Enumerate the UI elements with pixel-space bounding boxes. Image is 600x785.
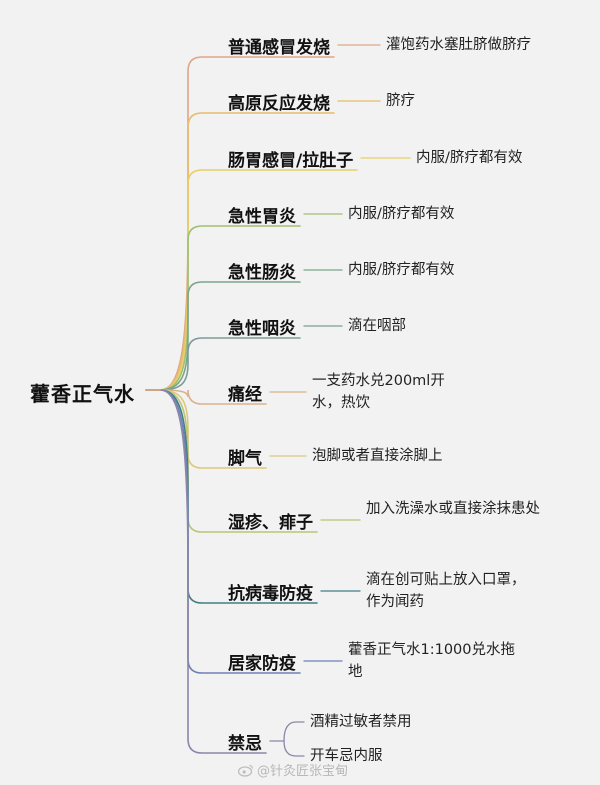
branch-note: 脐疗	[386, 93, 415, 109]
root-node: 藿香正气水	[30, 382, 135, 406]
branch-label: 高原反应发烧	[228, 94, 330, 114]
branch-note: 内服/脐疗都有效	[348, 206, 455, 222]
branch-label: 急性胃炎	[228, 207, 296, 227]
branch-note: 泡脚或者直接涂脚上	[312, 448, 443, 464]
branch-note: 灌饱药水塞肚脐做脐疗	[386, 37, 531, 53]
branch-connector	[159, 389, 267, 405]
branch-label: 急性咽炎	[228, 319, 296, 339]
branch-label: 抗病毒防疫	[228, 584, 313, 604]
branch-connector	[159, 389, 267, 754]
branch-note: 一支药水兑200ml开水，热饮	[312, 373, 445, 411]
note-connector	[283, 721, 305, 742]
branch-label: 湿疹、痱子	[228, 513, 313, 533]
branch-label: 肠胃感冒/拉肚子	[228, 151, 354, 171]
branch-note: 开车忌内服	[310, 748, 383, 764]
watermark-text: @针灸匠张宝甸	[257, 764, 349, 779]
branch-connector	[159, 281, 301, 391]
branch-label: 急性肠炎	[228, 263, 296, 283]
branch-label: 普通感冒发烧	[228, 38, 330, 58]
branch-note: 加入洗澡水或直接涂抹患处	[366, 501, 540, 517]
branch-label: 居家防疫	[228, 654, 296, 674]
branch-note: 滴在咽部	[348, 318, 406, 334]
weibo-logo-icon	[238, 764, 254, 777]
branch-note: 滴在创可贴上放入口罩，作为闻药	[366, 572, 526, 610]
watermark: @针灸匠张宝甸	[238, 760, 348, 779]
branch-label: 痛经	[228, 385, 262, 405]
note-connector	[283, 740, 305, 757]
branch-connector	[159, 337, 301, 391]
branch-connector	[159, 389, 318, 604]
branch-note: 藿香正气水1:1000兑水拖地	[348, 642, 516, 680]
branch-label: 脚气	[228, 449, 262, 469]
branch-note: 内服/脐疗都有效	[348, 262, 455, 278]
branch-note: 内服/脐疗都有效	[416, 150, 523, 166]
branch-note: 酒精过敏者禁用	[310, 714, 412, 730]
branch-label: 禁忌	[228, 734, 262, 754]
